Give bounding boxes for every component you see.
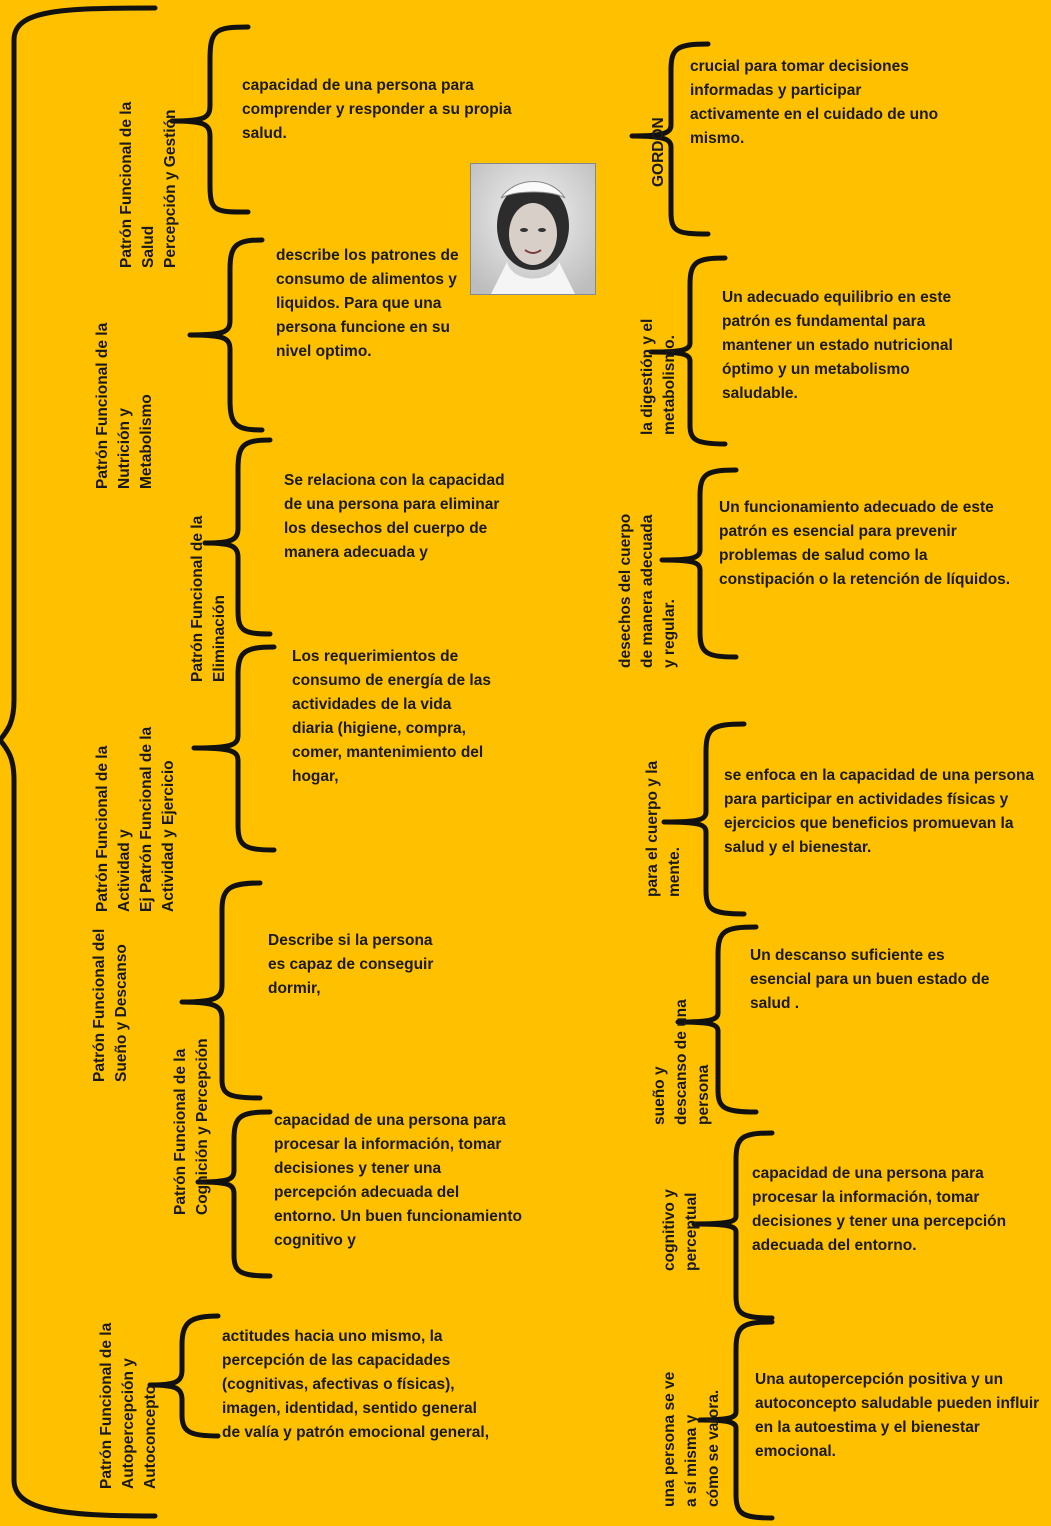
text-digestion: Un adecuado equilibrio en este patrón es… [722,289,953,402]
text-actividad: Los requerimientos de consumo de energía… [292,648,491,785]
text-sueno-descanso: Un descanso suficiente es esencial para … [750,947,990,1012]
text-autopercepcion: actitudes hacia uno mismo, la percepción… [222,1328,490,1441]
label-gordon: GORDON [650,117,667,187]
text-salud: capacidad de una persona para comprender… [242,77,512,142]
brace-l2 [187,237,265,433]
text-autovalora: Una autopercepción positiva y un autocon… [755,1371,1040,1460]
text-eliminacion: Se relaciona con la capacidad de una per… [284,472,505,561]
nurse-portrait-image [470,163,596,295]
text-sueno: Describe si la persona es capaz de conse… [268,932,434,997]
text-gordon: crucial para tomar decisiones informadas… [690,58,939,147]
text-desechos: Un funcionamiento adecuado de este patró… [719,499,1011,588]
text-cognitivo: capacidad de una persona para procesar l… [752,1165,1007,1254]
text-nutricion: describe los patrones de consumo de alim… [276,247,459,360]
text-cuerpo-mente: se enfoca en la capacidad de una persona… [724,767,1035,856]
text-cognicion: capacidad de una persona para procesar l… [274,1112,522,1249]
